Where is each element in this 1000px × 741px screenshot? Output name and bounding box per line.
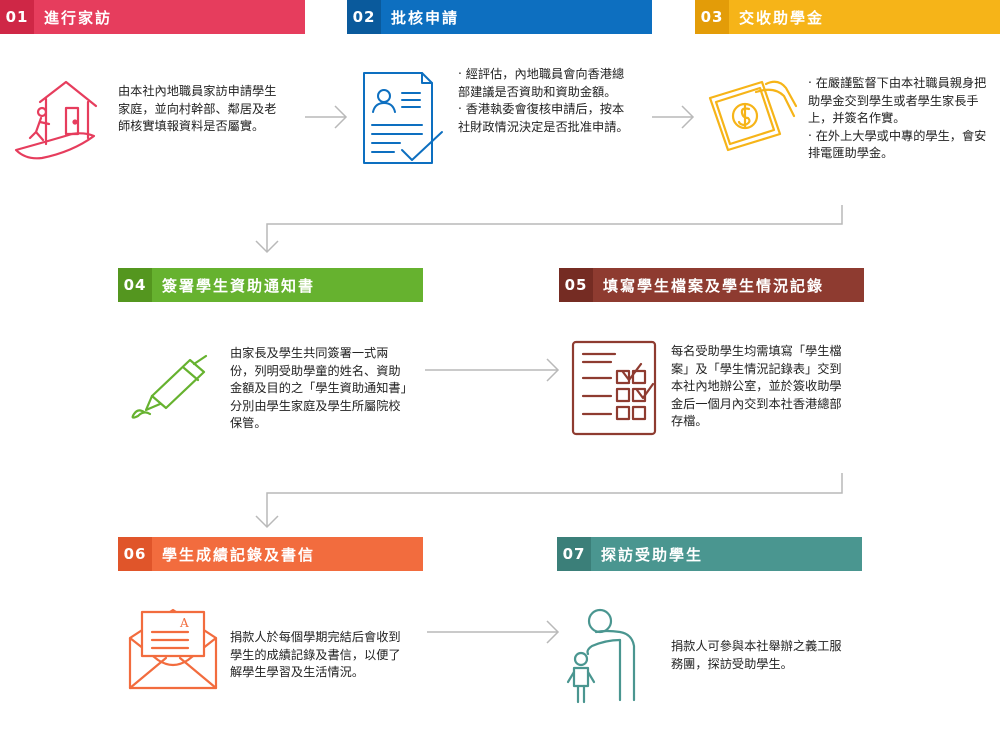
step-06-header: 06 學生成績記錄及書信 bbox=[118, 537, 423, 571]
checklist-icon bbox=[571, 340, 657, 436]
description-text: 捐款人可參與本社舉辦之義工服務團，探訪受助學生。 bbox=[671, 639, 842, 671]
description-text: 每名受助學生均需填寫「學生檔案」及「學生情況記錄表」交到本社內地辦公室，並於簽收… bbox=[671, 344, 842, 428]
step-01-header: 01 進行家訪 bbox=[0, 0, 305, 34]
arrow-2-to-3 bbox=[652, 105, 695, 129]
step-number: 03 bbox=[695, 0, 729, 34]
arrow-5-to-6 bbox=[255, 473, 843, 529]
money-handover-icon bbox=[708, 80, 798, 152]
step-number: 02 bbox=[347, 0, 381, 34]
arrow-3-to-4 bbox=[255, 205, 843, 254]
step-title: 學生成績記錄及書信 bbox=[152, 537, 423, 571]
grade-letter: A bbox=[179, 616, 189, 630]
step-title: 交收助學金 bbox=[729, 0, 1000, 34]
step-number: 07 bbox=[557, 537, 591, 571]
step-title: 填寫學生檔案及學生情況記錄 bbox=[593, 268, 864, 302]
description-text: 由家長及學生共同簽署一式兩份，列明受助學童的姓名、資助金額及目的之「學生資助通知… bbox=[230, 346, 407, 430]
home-visit-icon bbox=[14, 80, 98, 160]
description-text: ‧ 在外上大學或中專的學生，會安排電匯助學金。 bbox=[808, 128, 987, 161]
grade-report-letter-icon: A bbox=[128, 608, 218, 690]
step-03-description: ‧ 在嚴謹監督下由本社職員親身把助學金交到學生或者學生家長手上，并簽名作實。 ‧… bbox=[808, 75, 988, 163]
visiting-student-icon bbox=[566, 608, 636, 704]
application-form-icon bbox=[363, 72, 443, 164]
description-text: 由本社內地職員家訪申請學生家庭，並向村幹部、鄰居及老師核實填報資料是否屬實。 bbox=[118, 84, 277, 133]
step-01-description: 由本社內地職員家訪申請學生家庭，並向村幹部、鄰居及老師核實填報資料是否屬實。 bbox=[118, 83, 288, 136]
arrow-1-to-2 bbox=[305, 105, 348, 129]
step-02-description: ‧ 經評估，內地職員會向香港總部建議是否資助和資助金額。 ‧ 香港執委會復核申請… bbox=[458, 66, 633, 136]
step-number: 06 bbox=[118, 537, 152, 571]
step-02-header: 02 批核申請 bbox=[347, 0, 652, 34]
description-text: ‧ 經評估，內地職員會向香港總部建議是否資助和資助金額。 bbox=[458, 67, 625, 99]
step-05-description: 每名受助學生均需填寫「學生檔案」及「學生情況記錄表」交到本社內地辦公室，並於簽收… bbox=[671, 343, 846, 431]
step-07-description: 捐款人可參與本社舉辦之義工服務團，探訪受助學生。 bbox=[671, 638, 851, 673]
signing-pen-icon bbox=[131, 354, 208, 419]
step-number: 05 bbox=[559, 268, 593, 302]
arrow-6-to-7 bbox=[427, 620, 560, 644]
description-text: ‧ 香港執委會復核申請后，按本社財政情況決定是否批准申請。 bbox=[458, 102, 629, 134]
step-title: 探訪受助學生 bbox=[591, 537, 862, 571]
step-number: 04 bbox=[118, 268, 152, 302]
step-05-header: 05 填寫學生檔案及學生情況記錄 bbox=[559, 268, 864, 302]
step-04-description: 由家長及學生共同簽署一式兩份，列明受助學童的姓名、資助金額及目的之「學生資助通知… bbox=[230, 345, 408, 433]
arrow-4-to-5 bbox=[425, 358, 560, 382]
step-number: 01 bbox=[0, 0, 34, 34]
step-04-header: 04 簽署學生資助通知書 bbox=[118, 268, 423, 302]
step-title: 批核申請 bbox=[381, 0, 652, 34]
step-07-header: 07 探訪受助學生 bbox=[557, 537, 862, 571]
step-title: 進行家訪 bbox=[34, 0, 305, 34]
step-06-description: 捐款人於每個學期完結后會收到學生的成績記錄及書信，以便了解學生學習及生活情況。 bbox=[230, 629, 408, 682]
step-03-header: 03 交收助學金 bbox=[695, 0, 1000, 34]
description-text: 捐款人於每個學期完結后會收到學生的成績記錄及書信，以便了解學生學習及生活情況。 bbox=[230, 630, 401, 679]
description-text: ‧ 在嚴謹監督下由本社職員親身把助學金交到學生或者學生家長手上，并簽名作實。 bbox=[808, 76, 987, 125]
step-title: 簽署學生資助通知書 bbox=[152, 268, 423, 302]
